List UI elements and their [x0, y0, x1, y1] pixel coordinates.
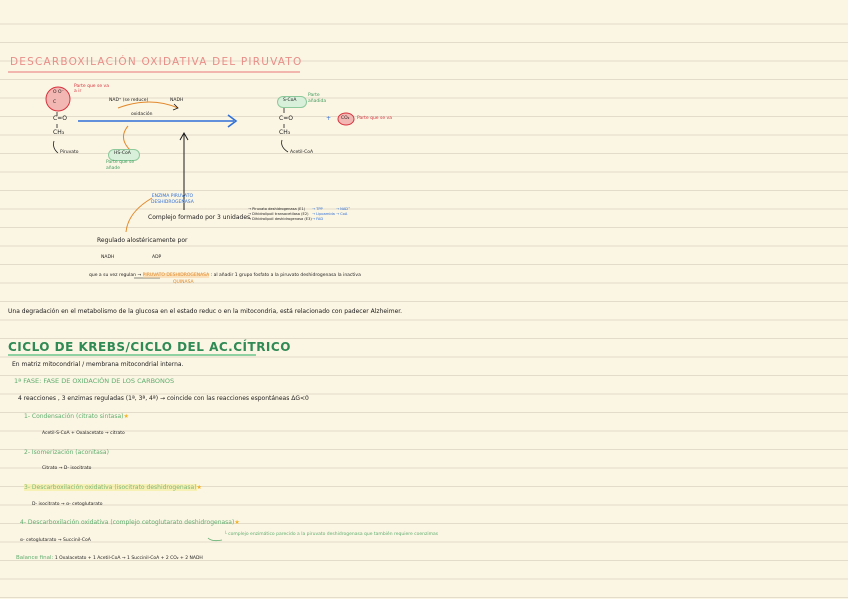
step-2: 2- Isomerización (aconitasa): [24, 449, 109, 456]
plus-sign: +: [326, 115, 332, 122]
hscoa-label: HS-CoA: [114, 151, 131, 156]
scoa-bubble: [277, 96, 307, 108]
enzyme-arrow-head: [179, 131, 189, 141]
nad-arrow-head: [172, 103, 179, 111]
title-underline: [8, 71, 300, 73]
pyruvate-co-group: C=O: [53, 115, 67, 122]
complex-description: Complejo formado por 3 unidades: [148, 214, 251, 221]
section-title-krebs: CICLO DE KREBS/CICLO DEL AC.CÍTRICO: [8, 340, 291, 354]
acetyl-coa-label: Acetil-CoA: [290, 150, 314, 155]
pyruvate-co2-note: Parte que se va a ir: [74, 84, 109, 95]
enzyme-subunits: → Piruvato deshidrogenasa (E1) → Dihidro…: [248, 207, 312, 222]
co2-label: CO₂: [341, 116, 350, 121]
krebs-location: En matriz mitocondrial / membrana mitoco…: [12, 361, 184, 368]
regulation-kinase: QUINASA: [173, 280, 194, 285]
section-title-decarboxylation: DESCARBOXILACIÓN OXIDATIVA DEL PIRUVATO: [10, 56, 303, 68]
hscoa-curve-arrow: [123, 125, 131, 151]
enzyme-cofactors-2: → NAD⁺ → CoA: [336, 207, 350, 217]
step-2-reaction: Citrato → D- isocitrato: [42, 466, 92, 471]
step-4-reaction: α- cetoglutarato → Succinil-CoA: [20, 538, 91, 543]
hscoa-note: Parte que se añade: [106, 160, 135, 171]
balance-line: Balance final: 1 Oxalacetato + 1 Acetil-…: [16, 555, 203, 561]
acetyl-co-group: C=O: [279, 115, 293, 122]
scoa-note: Parte añadida: [308, 93, 327, 104]
regulation-adp: ADP: [152, 255, 162, 260]
step-1: 1- Condensación (citrato sintasa)★: [24, 413, 129, 420]
regulation-text: Regulado alostéricamente por: [97, 237, 188, 244]
scoa-label: S-CoA: [283, 98, 297, 103]
step-4: 4- Descarboxilación oxidativa (complejo …: [20, 519, 240, 526]
acetyl-ch3: CH₃: [279, 129, 291, 136]
pyruvate-label: Piruvato: [60, 150, 79, 155]
step-4-note: └ complejo enzimático parecido a la piru…: [224, 532, 439, 537]
regulation-line: que a su vez regulan → PIRUVATO DESHIDRO…: [89, 273, 361, 278]
co2-note: Parte que se va: [357, 116, 392, 121]
title-underline-2: [8, 354, 256, 356]
hscoa-bubble: [108, 149, 140, 161]
enzyme-name: ENZIMA PIRUVATO DESHIDROGENASA: [151, 194, 194, 206]
enzyme-cofactors: → TPP → Lipoamida → FAD: [312, 207, 335, 222]
nadh-label: NADH: [170, 98, 184, 103]
co2-circle: [337, 112, 355, 126]
regulation-nadh: NADH: [101, 255, 115, 260]
step-3: 3- Descarboxilación oxidativa (isocitrat…: [24, 484, 202, 491]
oxidation-label: oxidación: [131, 112, 153, 117]
pyruvate-c-label: C: [53, 100, 57, 105]
step-3-reaction: D- isocitrato → α- cetoglutarato: [32, 502, 103, 507]
carboxyl-circle: [45, 86, 71, 112]
summary-sentence: Una degradación en el metabolismo de la …: [8, 308, 403, 315]
nad-curve-arrow: [117, 101, 179, 109]
arrow-head: [227, 114, 238, 128]
regulation-curve: [125, 197, 153, 233]
step-1-reaction: Acetil-S-CoA + Oxalacetato → citrato: [42, 431, 125, 436]
krebs-phase1: 1ª FASE: FASE DE OXIDACIÓN DE LOS CARBON…: [14, 377, 175, 385]
nad-plus-label: NAD⁺ (se reduce): [109, 98, 149, 103]
krebs-reactions-summary: 4 reacciones , 3 enzimas reguladas (1ª, …: [18, 395, 309, 402]
pyruvate-o-label: O O⁻: [53, 90, 64, 95]
pyruvate-ch3: CH₃: [53, 129, 65, 136]
